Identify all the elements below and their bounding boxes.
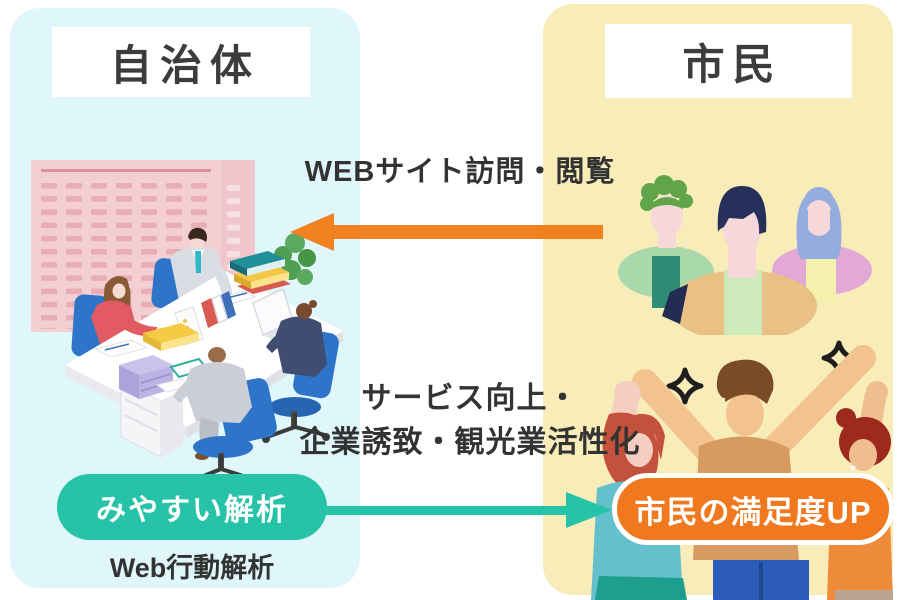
- analysis-badge-label: みやすい解析: [96, 494, 288, 527]
- satisfaction-badge: 市民の満足度UP: [612, 473, 894, 545]
- citizens-title-box: 市民: [605, 24, 852, 98]
- analysis-caption: Web行動解析: [109, 553, 275, 583]
- benefit-arrow-icon: [315, 492, 612, 528]
- laptop-woman: [252, 288, 339, 443]
- citizen-center: [662, 186, 817, 335]
- citizens-group-illustration: [618, 175, 872, 335]
- visit-arrow-icon: [290, 213, 603, 251]
- citizen-left: [618, 175, 714, 308]
- desk-items: [93, 291, 236, 399]
- citizens-title: 市民: [682, 40, 783, 88]
- book-stack: [230, 251, 291, 294]
- government-title-box: 自治体: [52, 27, 310, 97]
- analysis-badge: みやすい解析: [57, 474, 327, 540]
- government-title: 自治体: [109, 41, 260, 89]
- satisfaction-badge-label: 市民の満足度UP: [634, 494, 872, 530]
- government-office-illustration: [31, 160, 343, 490]
- visit-flow-label: WEBサイト訪問・閲覧: [304, 156, 616, 188]
- benefit-flow-label-line2: 企業誘致・観光業活性化: [299, 426, 641, 459]
- celebrating-man-arms: [632, 345, 876, 463]
- benefit-flow-label: サービス向上・ 企業誘致・観光業活性化: [275, 377, 665, 465]
- seated-staff-back: [173, 347, 277, 490]
- benefit-flow-label-line1: サービス向上・: [361, 382, 579, 415]
